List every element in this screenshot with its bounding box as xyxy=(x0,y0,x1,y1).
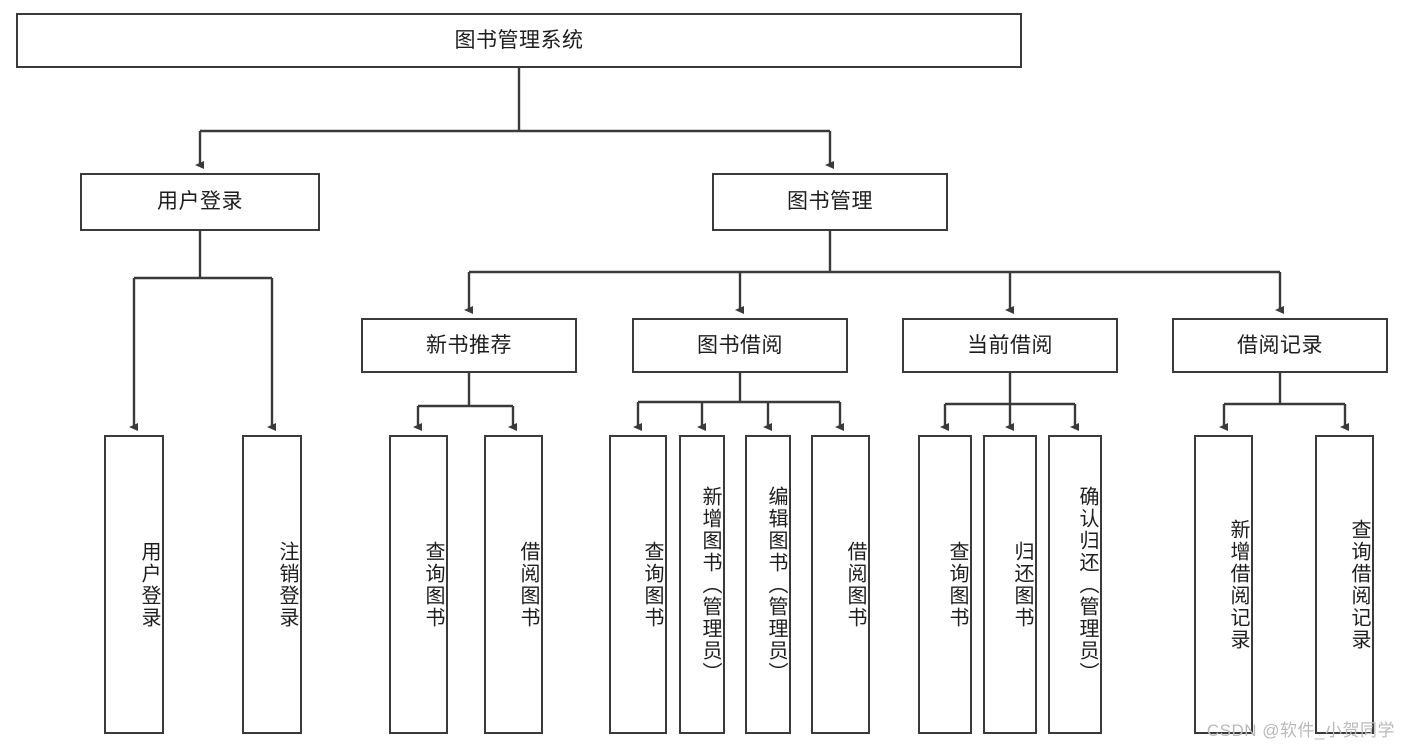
node-current-borrow[interactable]: 当前借阅 xyxy=(902,318,1118,373)
node-label: 新增借阅记录 xyxy=(1227,518,1249,651)
node-leaf-edit-book[interactable]: 编辑图书（管理员） xyxy=(745,435,791,734)
node-label: 编辑图书（管理员） xyxy=(765,485,787,684)
node-label: 用户登录 xyxy=(138,540,160,629)
node-label: 确认归还（管理员） xyxy=(1076,485,1098,684)
node-leaf-query-record[interactable]: 查询借阅记录 xyxy=(1315,435,1374,734)
node-label: 借阅图书 xyxy=(844,540,866,629)
node-label: 新增图书（管理员） xyxy=(699,485,721,684)
node-label: 查询图书 xyxy=(641,540,663,629)
node-label: 图书借阅 xyxy=(697,333,783,357)
node-user-login[interactable]: 用户登录 xyxy=(80,173,320,231)
node-leaf-add-record[interactable]: 新增借阅记录 xyxy=(1194,435,1253,734)
node-leaf-logout[interactable]: 注销登录 xyxy=(242,435,302,734)
node-label: 新书推荐 xyxy=(426,333,512,357)
node-label: 查询图书 xyxy=(946,540,968,629)
watermark-text: CSDN @软件_小贺同学 xyxy=(1206,721,1395,740)
node-label: 图书管理系统 xyxy=(454,28,584,52)
node-label: 查询借阅记录 xyxy=(1348,518,1370,651)
node-label: 归还图书 xyxy=(1011,540,1033,629)
node-leaf-add-book[interactable]: 新增图书（管理员） xyxy=(679,435,725,734)
node-borrow-record[interactable]: 借阅记录 xyxy=(1172,318,1388,373)
node-leaf-borrow-book-2[interactable]: 借阅图书 xyxy=(811,435,870,734)
node-label: 借阅图书 xyxy=(517,540,539,629)
node-leaf-return-book[interactable]: 归还图书 xyxy=(983,435,1037,734)
node-leaf-query-book-1[interactable]: 查询图书 xyxy=(389,435,448,734)
node-label: 借阅记录 xyxy=(1237,333,1323,357)
node-root[interactable]: 图书管理系统 xyxy=(16,13,1022,68)
node-new-book-rec[interactable]: 新书推荐 xyxy=(361,318,577,373)
node-label: 当前借阅 xyxy=(967,333,1053,357)
node-leaf-query-book-2[interactable]: 查询图书 xyxy=(609,435,667,734)
node-leaf-borrow-book-1[interactable]: 借阅图书 xyxy=(484,435,543,734)
node-label: 用户登录 xyxy=(157,190,243,214)
node-leaf-user-login[interactable]: 用户登录 xyxy=(104,435,164,734)
node-leaf-confirm-return[interactable]: 确认归还（管理员） xyxy=(1048,435,1102,734)
node-label: 查询图书 xyxy=(422,540,444,629)
node-book-borrow[interactable]: 图书借阅 xyxy=(632,318,848,373)
node-book-manage[interactable]: 图书管理 xyxy=(712,173,948,231)
node-label: 注销登录 xyxy=(276,540,298,629)
node-label: 图书管理 xyxy=(787,190,873,214)
node-leaf-query-book-3[interactable]: 查询图书 xyxy=(918,435,972,734)
